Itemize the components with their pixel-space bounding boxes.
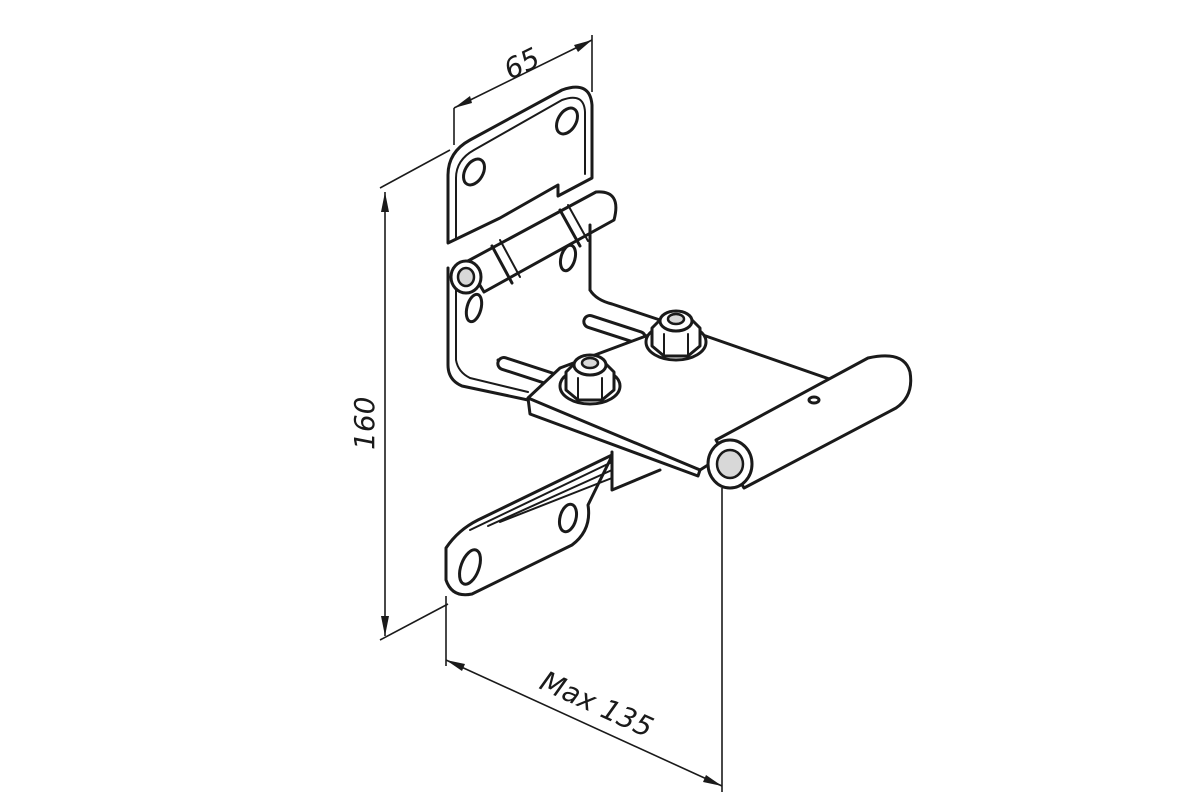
top-mounting-leaf: [446, 85, 594, 245]
width-label: 65: [499, 41, 545, 86]
height-label: 160: [348, 397, 381, 450]
hinge-barrel-lower: [706, 354, 913, 490]
dimension-height: 160: [348, 149, 451, 641]
hinge-barrel-upper: [449, 190, 618, 295]
depth-label: Max 135: [535, 664, 658, 744]
l-bracket-vertical: [446, 223, 662, 402]
hex-nut-left: [558, 353, 622, 406]
lower-arm: [444, 450, 662, 597]
hex-nut-right: [644, 309, 708, 362]
hinge-illustration: [444, 85, 913, 597]
slotted-plate: [496, 314, 650, 388]
